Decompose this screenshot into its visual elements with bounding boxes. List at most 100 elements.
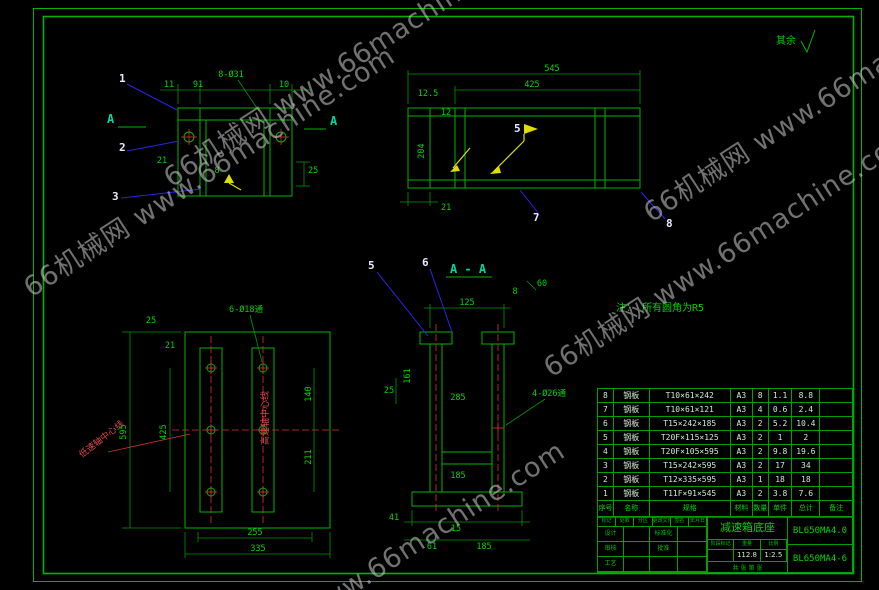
bom-cell-no: 2 [598,473,614,486]
scale-label: 比例 [761,540,787,549]
bom-cell-mat: A3 [731,389,753,402]
balloon-5: 5 [368,259,375,272]
bom-cell-spec: T20F×115×125 [650,431,731,444]
dim-section-15: 15 [451,524,461,534]
bom-cell-spec: T20F×105×595 [650,445,731,458]
balloon-3: 3 [112,190,119,203]
bom-cell-unit: 5.2 [769,417,793,430]
title-block-codes: BL650MA4.0 BL650MA4-6 [788,517,852,572]
field-design: 设计 [598,527,624,542]
bom-cell-total: 2 [792,431,821,444]
dim-top-204: 204 [417,143,427,158]
sheet-code: BL650MA4-6 [792,553,848,564]
weld-flag-icon [524,124,538,134]
dim-plan-595: 595 [119,424,129,439]
hole-callout-front: 8-Ø31 [218,69,244,80]
title-block: 标记 处数 分区 更改文件号 签名 年月日 设计 标准化 审核 批准 工艺 [597,516,853,573]
dim-top-12: 12 [441,108,451,118]
bom-cell-qty: 8 [753,389,769,402]
drawing-frame [33,8,862,582]
bom-cell-spec: T12×335×595 [650,473,731,486]
surface-finish-label: 其余 [776,34,796,47]
plan-view-dimensions: 6-Ø18通 25 21 595 425 140 211 255 335 低速轴… [76,304,331,558]
field-check: 审核 [598,542,624,557]
bom-cell-unit: 3.8 [769,487,793,500]
bom-cell-no: 3 [598,459,614,472]
hole-callout-section: 4-Ø26通 [532,388,567,399]
balloon-1: 1 [119,72,126,85]
stage-weight-scale-labels: 阶段标记 重量 比例 [708,540,787,550]
field-count: 处数 [616,517,635,526]
section-label-a-right: A [330,114,338,128]
weight-value: 112.8 [734,550,761,561]
bom-cell-remark [820,445,852,458]
dim-top-21: 21 [441,203,451,213]
bom-cell-qty: 1 [753,473,769,486]
dim-plan-25: 25 [146,316,156,326]
bom-cell-name: 钢板 [614,473,650,486]
section-view-balloons: 5 6 [368,256,453,337]
bom-cell-qty: 2 [753,487,769,500]
revision-header-row: 标记 处数 分区 更改文件号 签名 年月日 [598,517,708,527]
bom-cell-name: 钢板 [614,417,650,430]
bom-cell-no: 1 [598,487,614,500]
stage-label: 阶段标记 [708,540,735,549]
weld-size-section-60: 60 [537,279,547,289]
title-block-center: 减速箱底座 阶段标记 重量 比例 112.8 1:2.5 共 张 第 张 [708,517,788,572]
part-name: 减速箱底座 [708,517,787,540]
front-view-dimensions: 11 91 10 8-Ø31 25 21 8 A A [107,69,338,187]
centerline-label-high-speed: 高速轴中心线 [259,391,271,445]
bom-cell-total: 19.6 [792,445,821,458]
stage-weight-scale-values: 112.8 1:2.5 [708,550,787,562]
field-date: 年月日 [689,517,708,526]
bom-header-remark: 备注 [829,504,844,512]
roughness-check-icon [800,29,816,54]
dim-plan-140: 140 [304,386,314,401]
top-view-balloons: 7 8 [519,189,673,230]
bom-cell-mat: A3 [731,417,753,430]
dim-front-11: 11 [164,80,174,90]
bom-cell-unit: 0.6 [769,403,793,416]
dim-section-61: 61 [427,542,437,552]
dim-top-545: 545 [544,64,559,74]
bom-header-spec: 规格 [650,501,731,517]
bom-cell-total: 2.4 [792,403,821,416]
section-label-a-left: A [107,112,115,126]
balloon-8: 8 [666,217,673,230]
bom-cell-total: 7.6 [792,487,821,500]
dim-plan-335: 335 [250,544,265,554]
field-standard: 标准化 [650,527,678,542]
bom-cell-no: 4 [598,445,614,458]
top-view-dimensions: 545 425 12.5 12 204 21 5 [400,64,641,213]
scale-value: 1:2.5 [761,550,787,561]
bom-cell-spec: T11F×91×545 [650,487,731,500]
general-note: 注： 所有圆角为R5 [616,301,704,314]
field-process: 工艺 [598,557,624,572]
dim-section-25: 25 [384,386,394,396]
bom-cell-remark [820,431,852,444]
bom-cell-qty: 2 [753,417,769,430]
bom-cell-mat: A3 [731,473,753,486]
bom-cell-qty: 4 [753,403,769,416]
bom-cell-remark [820,487,852,500]
front-view-balloons: 1 2 3 [112,72,202,203]
bom-cell-unit: 1.1 [769,389,793,402]
bom-cell-qty: 2 [753,431,769,444]
bom-cell-mat: A3 [731,403,753,416]
sheet-count: 共 张 第 张 [732,565,763,572]
bom-header: 序号 名称 规格 材料 数量 单件 总计 备注 [598,501,852,517]
title-block-revision-area: 标记 处数 分区 更改文件号 签名 年月日 设计 标准化 审核 批准 工艺 [598,517,708,572]
dim-front-25: 25 [308,166,318,176]
weld-size-section-8: 8 [512,287,517,297]
bom-cell-unit: 18 [769,473,793,486]
bom-cell-remark [820,417,852,430]
bom-cell-name: 钢板 [614,487,650,500]
bom-header-unit: 单件 [769,501,793,517]
surface-finish-note: 其余 [776,29,816,54]
